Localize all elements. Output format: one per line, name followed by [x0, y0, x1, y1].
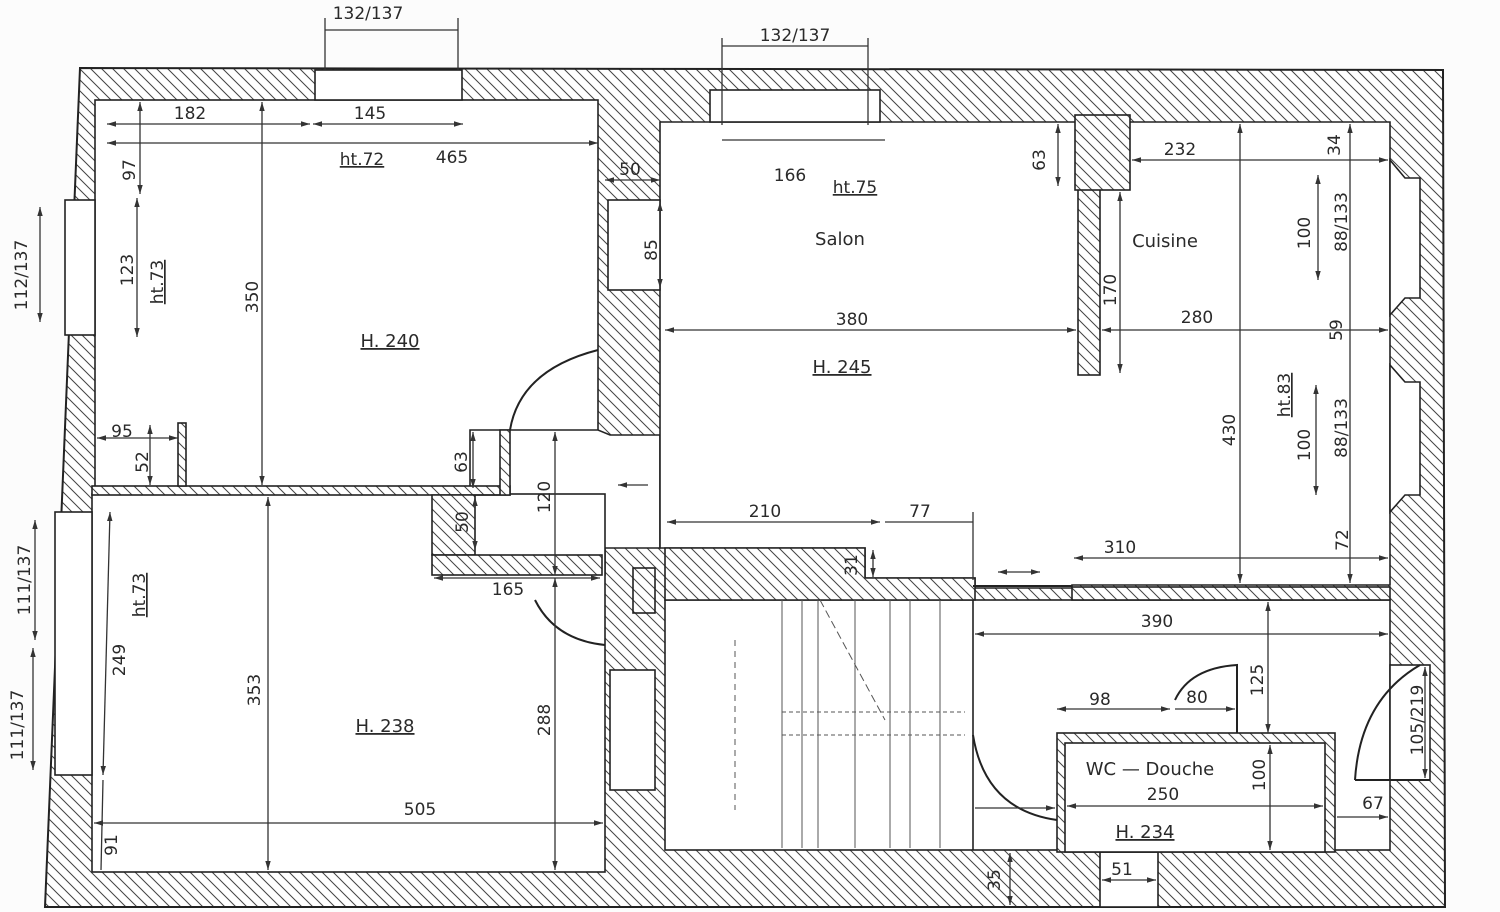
dimension-label: 249: [110, 644, 130, 676]
dimension-label: 182: [174, 104, 206, 124]
dimension-label: 51: [1111, 860, 1133, 880]
room-label: H. 245: [812, 357, 871, 378]
dimension-label: 97: [120, 159, 140, 181]
window-recess-left-1: [64, 199, 96, 336]
dimension-label: 120: [535, 481, 555, 513]
dimension-label: 50: [619, 160, 641, 180]
dimension-label: 100: [1250, 759, 1270, 791]
window-recess-left-2: [54, 511, 93, 776]
door-entrance: [1354, 664, 1430, 781]
dimension-label: 35: [985, 869, 1005, 891]
dimension-label: 390: [1141, 612, 1173, 632]
room-label: Cuisine: [1132, 231, 1198, 252]
dimension-label: 88/133: [1332, 192, 1352, 252]
chimney: [1074, 114, 1131, 191]
room-label: Salon: [815, 229, 865, 250]
dimension-label: 125: [1248, 664, 1268, 696]
bedroom-2: [91, 493, 606, 873]
room-label: ht.72: [340, 150, 384, 170]
dimension-label: 67: [1362, 794, 1384, 814]
dimension-label: 95: [111, 422, 133, 442]
dimension-label: 100: [1295, 429, 1315, 461]
dimension-lines: [30, 18, 1428, 905]
dimension-label: 112/137: [12, 240, 32, 311]
dimension-label: 85: [642, 239, 662, 261]
dimension-label: 63: [452, 451, 472, 473]
dimension-label: 111/137: [15, 545, 35, 616]
door-bedroom-1: [509, 349, 599, 431]
closet-wall: [177, 422, 187, 487]
dimension-label: 31: [842, 554, 862, 576]
dimension-label: 250: [1147, 785, 1179, 805]
dimension-label: 165: [492, 580, 524, 600]
dimension-label: 100: [1295, 217, 1315, 249]
partitions: [91, 114, 1391, 853]
kitchen-partition: [1077, 187, 1101, 376]
dimension-label: 77: [909, 502, 931, 522]
dimension-label: 288: [535, 704, 555, 736]
door-stair: [972, 734, 1058, 821]
dimension-label: 166: [774, 166, 806, 186]
wall-niche-2: [609, 669, 656, 791]
room-label: H. 240: [360, 331, 419, 352]
dimension-label: 232: [1164, 140, 1196, 160]
dimension-label: 280: [1181, 308, 1213, 328]
dimension-label: 132/137: [333, 4, 404, 24]
dimension-label: 210: [749, 502, 781, 522]
dimension-label: 111/137: [8, 690, 28, 761]
room-label: WC — Douche: [1086, 759, 1214, 780]
dimension-label: 145: [354, 104, 386, 124]
dimension-label: 380: [836, 310, 868, 330]
room-label: H. 234: [1115, 822, 1174, 843]
window-recess-right-2: [1389, 362, 1421, 515]
dimension-label: 132/137: [760, 26, 831, 46]
doors: [509, 349, 1430, 821]
dimension-label: 98: [1089, 690, 1111, 710]
dimension-label: 59: [1327, 319, 1347, 341]
dimension-label: 91: [102, 834, 122, 856]
dimension-label: 353: [245, 674, 265, 706]
dimension-label: 465: [436, 148, 468, 168]
dimension-label: 34: [1325, 134, 1345, 156]
dimension-label: 50: [453, 511, 473, 533]
dimension-label: 350: [243, 281, 263, 313]
wall-cuisine-bottom: [1071, 586, 1391, 601]
window-recess-top-1: [314, 69, 463, 101]
room-label: H. 238: [355, 716, 414, 737]
dimension-label: 72: [1333, 529, 1353, 551]
dimension-label: 310: [1104, 538, 1136, 558]
partition-bedrooms: [91, 485, 511, 496]
room-label: ht.83: [1275, 373, 1295, 417]
dimension-label: 105/219: [1408, 685, 1428, 756]
stair-wall-top: [664, 547, 976, 601]
room-label: ht.73: [130, 573, 150, 617]
chimney-flue: [632, 567, 656, 614]
labels: 132/137 132/137 182 145 465 ht.72 97 123 ht.73 35…: [8, 4, 1428, 891]
window-recess-right-1: [1389, 157, 1421, 318]
wc-interior: [1064, 742, 1326, 853]
rooms: [54, 69, 1431, 908]
dimension-label: 80: [1186, 688, 1208, 708]
door-bedroom-2: [534, 599, 606, 646]
dimension-label: 88/133: [1332, 398, 1352, 458]
wall-niche-1: [607, 199, 661, 291]
dimension-label: 52: [133, 451, 153, 473]
window-recess-top-2: [709, 89, 881, 123]
room-label: ht.75: [833, 178, 877, 198]
door-wc: [1174, 663, 1238, 733]
partition-hall-2: [431, 554, 603, 576]
dimension-label: 170: [1101, 274, 1121, 306]
room-label: ht.73: [148, 260, 168, 304]
staircase: [734, 599, 974, 850]
dimension-label: 123: [118, 254, 138, 286]
dimension-label: 505: [404, 800, 436, 820]
dimension-label: 430: [1220, 414, 1240, 446]
dimension-label: 63: [1030, 149, 1050, 171]
